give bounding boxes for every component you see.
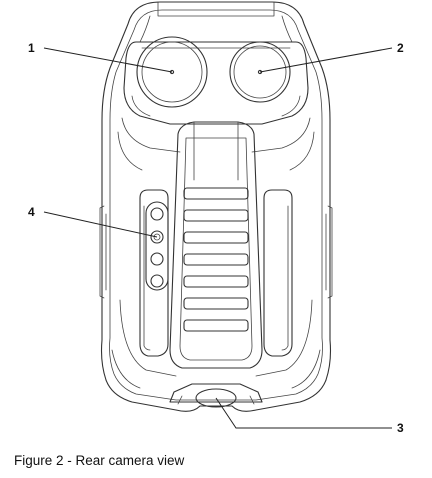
- bottom-connector: [169, 383, 263, 408]
- callout-1: 1: [28, 41, 35, 55]
- callout-2: 2: [397, 41, 404, 55]
- callout-leaders: [43, 47, 393, 429]
- side-grips: [99, 189, 333, 357]
- buttons-panel: [145, 201, 169, 291]
- callout-3: 3: [397, 421, 404, 435]
- callout-4: 4: [28, 205, 35, 219]
- figure-caption: Figure 2 - Rear camera view: [14, 453, 185, 468]
- camera-body-outline: [100, 1, 332, 412]
- left-lens: [136, 36, 208, 108]
- grip-ribs: [183, 187, 249, 332]
- rear-camera-diagram: 1 2 4 3: [28, 1, 404, 435]
- right-lens: [229, 41, 291, 103]
- lower-body-contours: [111, 299, 321, 389]
- central-grip-ridge: [169, 121, 263, 369]
